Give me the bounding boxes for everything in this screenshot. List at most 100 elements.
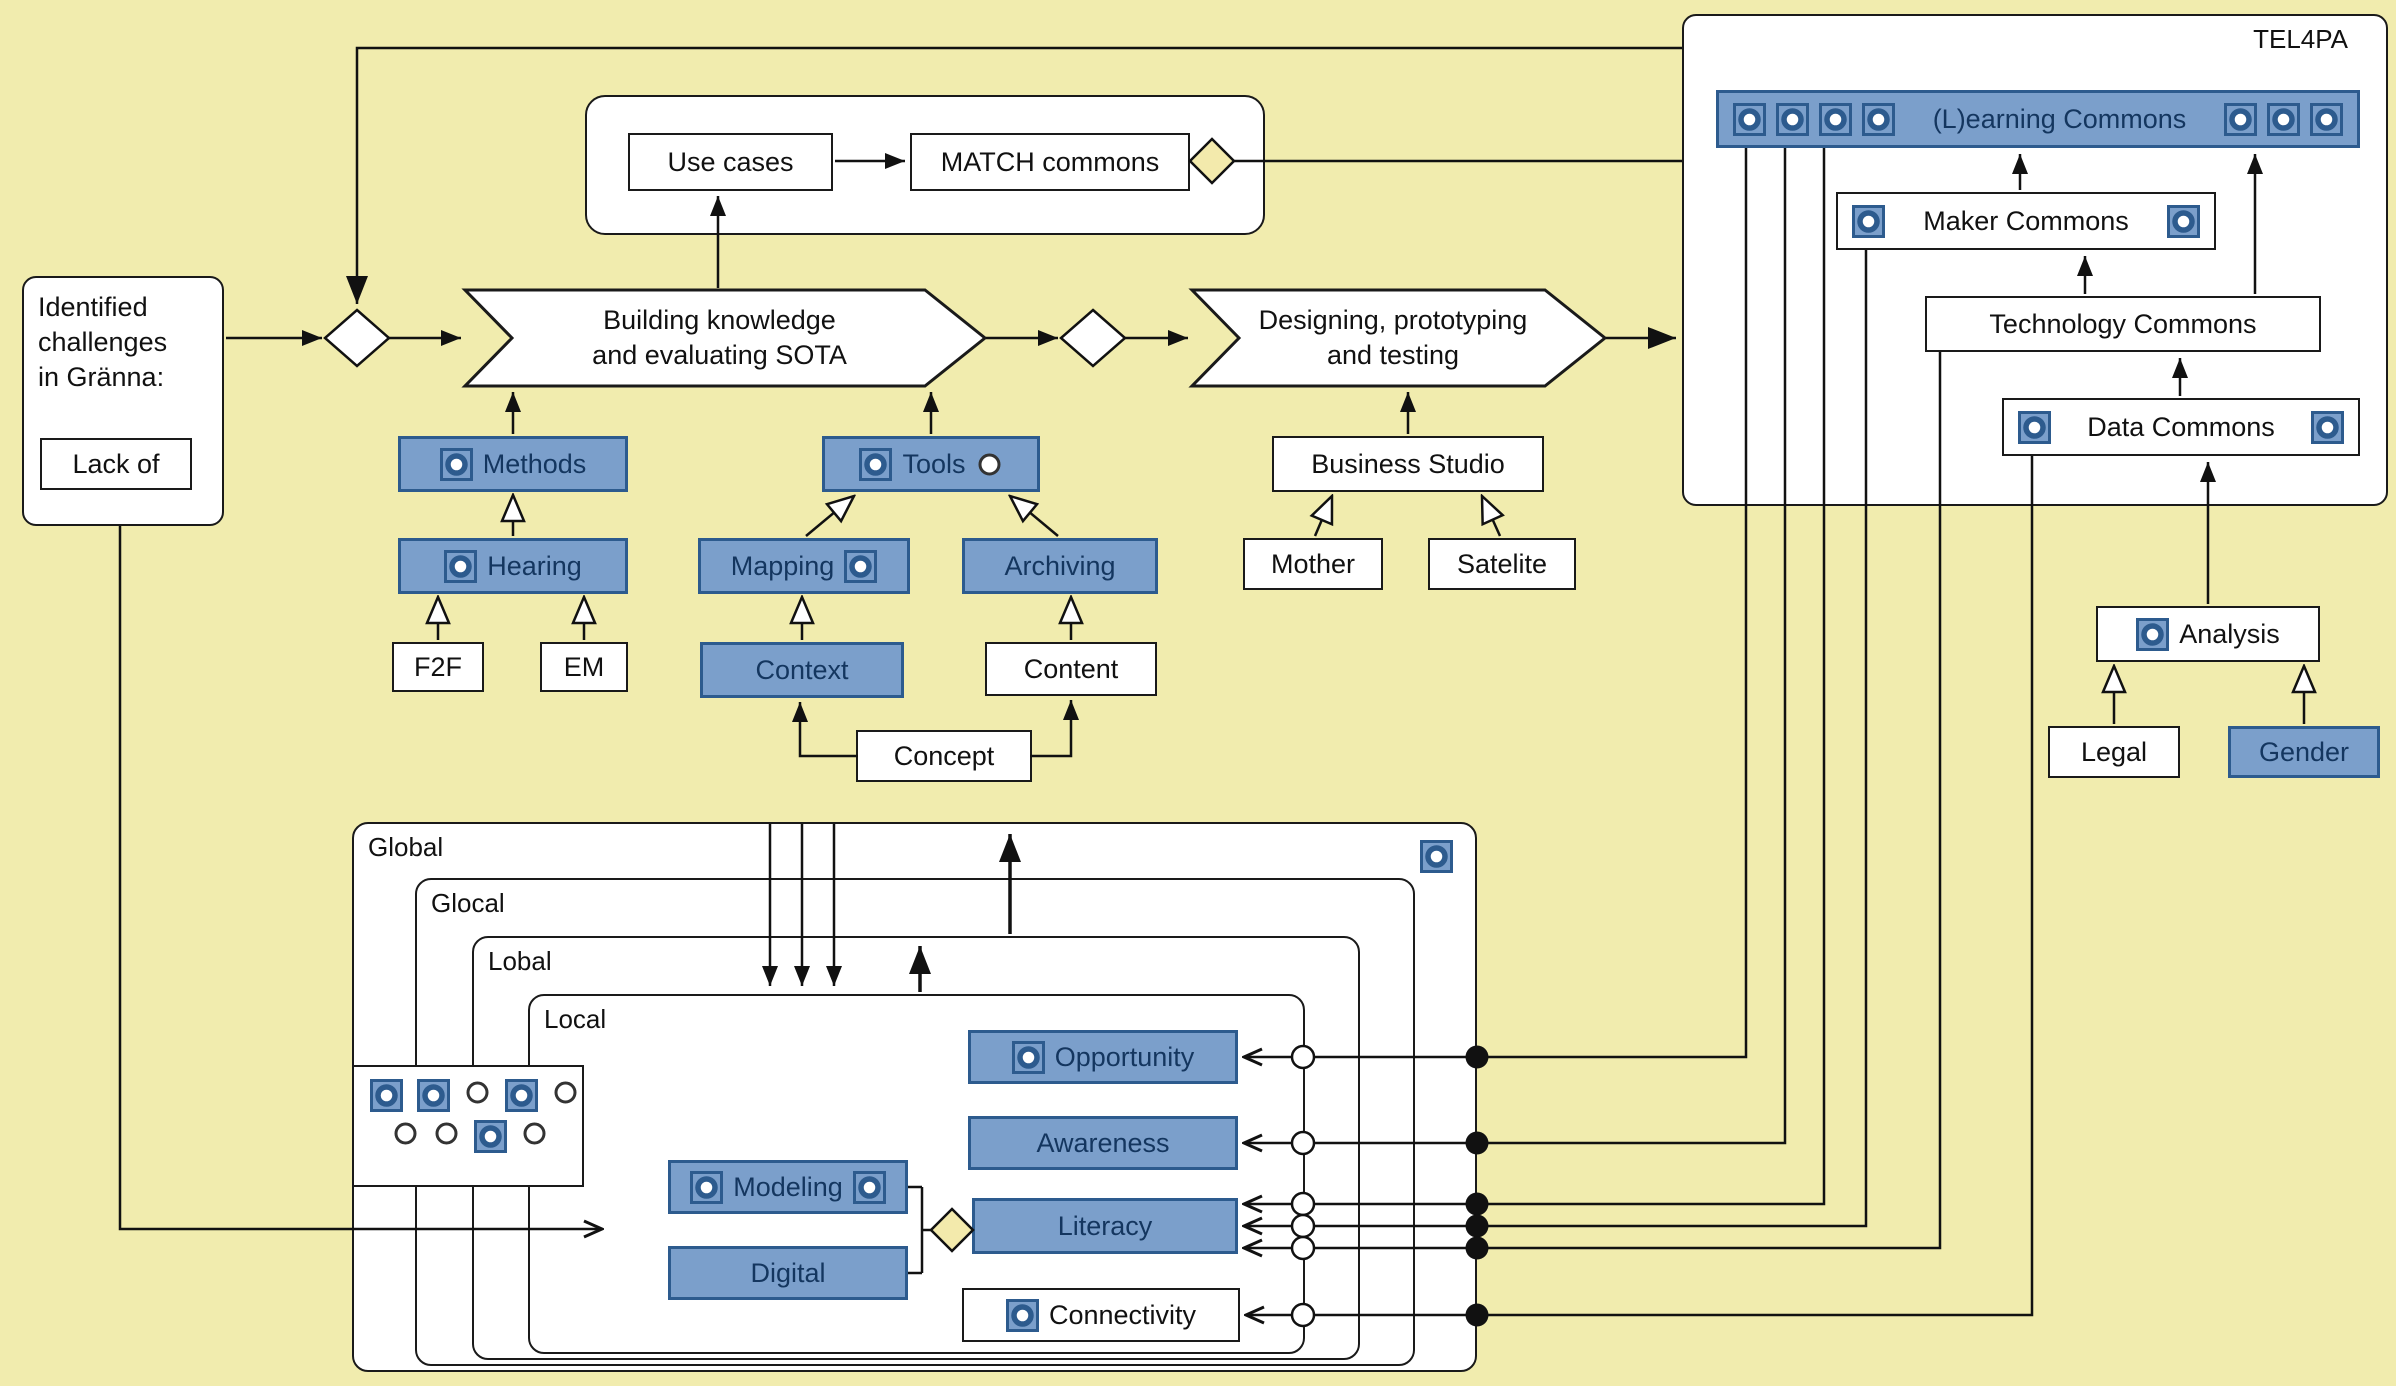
concept-label: Concept (893, 740, 995, 771)
gender-label: Gender (2258, 736, 2350, 767)
mother-label: Mother (1270, 548, 1356, 579)
digital-box: Digital (668, 1246, 908, 1300)
cluster-dots-top (370, 1079, 582, 1112)
port-icon (1011, 1040, 1045, 1074)
actor-cluster-box (352, 1065, 584, 1187)
port-icon (2310, 102, 2343, 136)
port-icon (859, 447, 893, 481)
building-knowledge-label: Building knowledge and evaluating SOTA (592, 304, 847, 370)
global-port-icon (1420, 840, 1453, 873)
tel4pa-label: TEL4PA (2253, 24, 2348, 54)
em-label: EM (563, 651, 605, 682)
satelite-label: Satelite (1456, 548, 1548, 579)
data-commons-label: Data Commons (2087, 411, 2275, 442)
mapping-label: Mapping (730, 550, 835, 581)
port-icon (844, 549, 878, 583)
connector-satelite-to-business (1482, 496, 1500, 537)
content-box: Content (985, 642, 1157, 696)
scope-local-label: Local (544, 1004, 607, 1034)
use-cases-label: Use cases (667, 146, 794, 177)
lack-of-label: Lack of (72, 448, 160, 479)
awareness-box: Awareness (968, 1116, 1238, 1170)
dot-icon (392, 1120, 419, 1147)
archiving-label: Archiving (1004, 550, 1116, 581)
literacy-box: Literacy (972, 1198, 1238, 1254)
port-icon (976, 451, 1003, 478)
port-icon (852, 1170, 886, 1204)
connectivity-label: Connectivity (1048, 1299, 1197, 1330)
match-commons-box: MATCH commons (910, 133, 1190, 191)
business-studio-label: Business Studio (1311, 448, 1505, 479)
cluster-dots-bottom (392, 1120, 582, 1153)
context-box: Context (700, 642, 904, 698)
f2f-label: F2F (413, 651, 462, 682)
match-commons-label: MATCH commons (940, 146, 1160, 177)
learning-commons-bar: (L)earning Commons (1716, 90, 2360, 148)
port-icon (439, 447, 473, 481)
awareness-label: Awareness (1036, 1127, 1170, 1158)
f2f-box: F2F (392, 642, 484, 692)
decision-diamond-2 (1059, 308, 1127, 368)
port-icon (2018, 410, 2051, 444)
port-icon (1819, 102, 1852, 136)
port-icon (2267, 102, 2300, 136)
dot-icon (505, 1079, 538, 1112)
mapping-box: Mapping (698, 538, 910, 594)
port-icon (1776, 102, 1809, 136)
methods-box: Methods (398, 436, 628, 492)
port-icon (1005, 1298, 1039, 1332)
em-box: EM (540, 642, 628, 692)
content-label: Content (1023, 653, 1119, 684)
digital-label: Digital (750, 1257, 826, 1288)
dot-icon (433, 1120, 460, 1147)
dot-icon (464, 1079, 491, 1106)
port-icon (1852, 204, 1885, 238)
port-icon (2167, 204, 2200, 238)
challenges-line1: Identified (38, 292, 148, 322)
satelite-box: Satelite (1428, 538, 1576, 590)
port-icon (2136, 617, 2170, 651)
use-cases-box: Use cases (628, 133, 833, 191)
scope-glocal-label: Glocal (431, 888, 505, 918)
tools-label: Tools (902, 448, 966, 479)
modeling-label: Modeling (733, 1171, 843, 1202)
connector-concept-to-content (1030, 700, 1079, 758)
learning-commons-right-ports (2224, 102, 2343, 136)
dot-icon (474, 1120, 507, 1153)
connector-concept-to-context (792, 702, 858, 758)
learning-commons-left-ports (1733, 102, 1895, 136)
port-icon (690, 1170, 724, 1204)
concept-box: Concept (856, 730, 1032, 782)
maker-commons-box: Maker Commons (1836, 192, 2216, 250)
connector-mother-to-business (1315, 496, 1332, 537)
context-label: Context (755, 654, 849, 685)
data-commons-box: Data Commons (2002, 398, 2360, 456)
technology-commons-label: Technology Commons (1989, 308, 2257, 339)
connector-archiving-to-tools (1010, 496, 1059, 537)
challenges-text: Identified challenges in Gränna: (24, 278, 222, 407)
opportunity-box: Opportunity (968, 1030, 1238, 1084)
dot-icon (417, 1079, 450, 1112)
scope-global-label: Global (368, 832, 444, 862)
opportunity-label: Opportunity (1054, 1041, 1195, 1072)
designing-prototyping-label: Designing, prototyping and testing (1258, 304, 1528, 370)
technology-commons-box: Technology Commons (1925, 296, 2321, 352)
connectivity-box: Connectivity (962, 1288, 1240, 1342)
lack-of-box: Lack of (40, 438, 192, 490)
modeling-box: Modeling (668, 1160, 908, 1214)
decision-diamond-1 (323, 308, 391, 368)
gender-box: Gender (2228, 726, 2380, 778)
analysis-label: Analysis (2179, 618, 2280, 649)
challenges-line2: challenges (38, 327, 168, 358)
legal-label: Legal (2080, 736, 2148, 767)
hearing-box: Hearing (398, 538, 628, 594)
business-studio-box: Business Studio (1272, 436, 1544, 492)
port-icon (1862, 102, 1895, 136)
dot-icon (521, 1120, 548, 1147)
connector-mapping-to-tools (805, 496, 854, 537)
hearing-label: Hearing (487, 550, 582, 581)
scope-lobal-label: Lobal (488, 946, 552, 976)
dot-icon (552, 1079, 579, 1106)
archiving-box: Archiving (962, 538, 1158, 594)
